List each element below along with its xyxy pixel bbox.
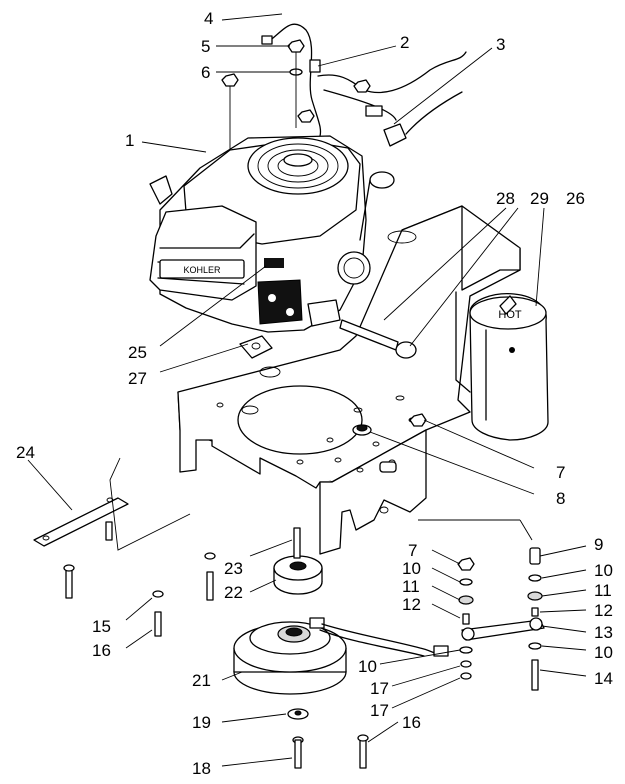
mount-hardware-right xyxy=(352,413,427,436)
callout-11-right: 11 xyxy=(594,581,612,600)
callout-14: 14 xyxy=(594,669,613,688)
pulley-part-22 xyxy=(204,527,323,601)
wiring-harness xyxy=(261,23,467,147)
callout-6: 6 xyxy=(201,63,210,82)
callout-10-stack: 10 xyxy=(402,559,421,578)
chassis-frame xyxy=(177,205,521,555)
callout-16-left: 16 xyxy=(92,641,111,660)
callout-7-frame: 7 xyxy=(556,463,565,482)
callout-22: 22 xyxy=(224,583,243,602)
leader-lines xyxy=(27,13,587,767)
callout-2: 2 xyxy=(400,33,409,52)
clamp-part-27 xyxy=(239,335,273,359)
callout-23: 23 xyxy=(224,559,243,578)
callout-3: 3 xyxy=(496,35,505,54)
muffler-hot-decal: HOT xyxy=(498,309,522,321)
plate-part-24 xyxy=(33,457,191,599)
muffler-part-26: HOT xyxy=(469,293,549,441)
callout-1: 1 xyxy=(125,131,134,150)
clutch-hardware xyxy=(287,708,369,769)
callout-5: 5 xyxy=(201,37,210,56)
right-stack-hardware xyxy=(527,547,543,691)
callout-9: 9 xyxy=(594,535,603,554)
callout-8: 8 xyxy=(556,489,565,508)
callout-17-upper: 17 xyxy=(370,679,389,698)
callout-10-right-bottom: 10 xyxy=(594,643,613,662)
engine-assembly: KOHLER xyxy=(149,135,395,333)
callout-24: 24 xyxy=(16,443,35,462)
callout-26: 26 xyxy=(566,189,585,208)
callout-15: 15 xyxy=(92,617,111,636)
callout-7-stack: 7 xyxy=(408,541,417,560)
callout-13: 13 xyxy=(594,623,613,642)
bushing-part-29 xyxy=(395,341,417,359)
callout-10-right-top: 10 xyxy=(594,561,613,580)
idler-arm-part-13 xyxy=(461,617,545,641)
callout-28: 28 xyxy=(496,189,515,208)
callout-25: 25 xyxy=(128,343,147,362)
callout-numbers: 4 5 2 3 6 1 28 29 26 25 27 24 7 8 9 10 1… xyxy=(16,9,613,778)
callout-29: 29 xyxy=(530,189,549,208)
callout-11-stack: 11 xyxy=(402,577,420,596)
callout-27: 27 xyxy=(128,369,147,388)
callout-12-stack: 12 xyxy=(402,595,421,614)
electric-clutch-part-21 xyxy=(233,617,449,695)
callout-17-lower: 17 xyxy=(370,701,389,720)
callout-4: 4 xyxy=(204,9,213,28)
callout-18: 18 xyxy=(192,759,211,778)
engine-brand-decal: KOHLER xyxy=(183,265,221,275)
callout-19: 19 xyxy=(192,713,211,732)
callout-21: 21 xyxy=(192,671,211,690)
top-hardware xyxy=(221,39,371,150)
callout-16-bottom: 16 xyxy=(402,713,421,732)
left-stack-hardware xyxy=(418,519,533,680)
left-bolts xyxy=(152,590,164,637)
callout-10-clutch: 10 xyxy=(358,657,377,676)
callout-12-right: 12 xyxy=(594,601,613,620)
